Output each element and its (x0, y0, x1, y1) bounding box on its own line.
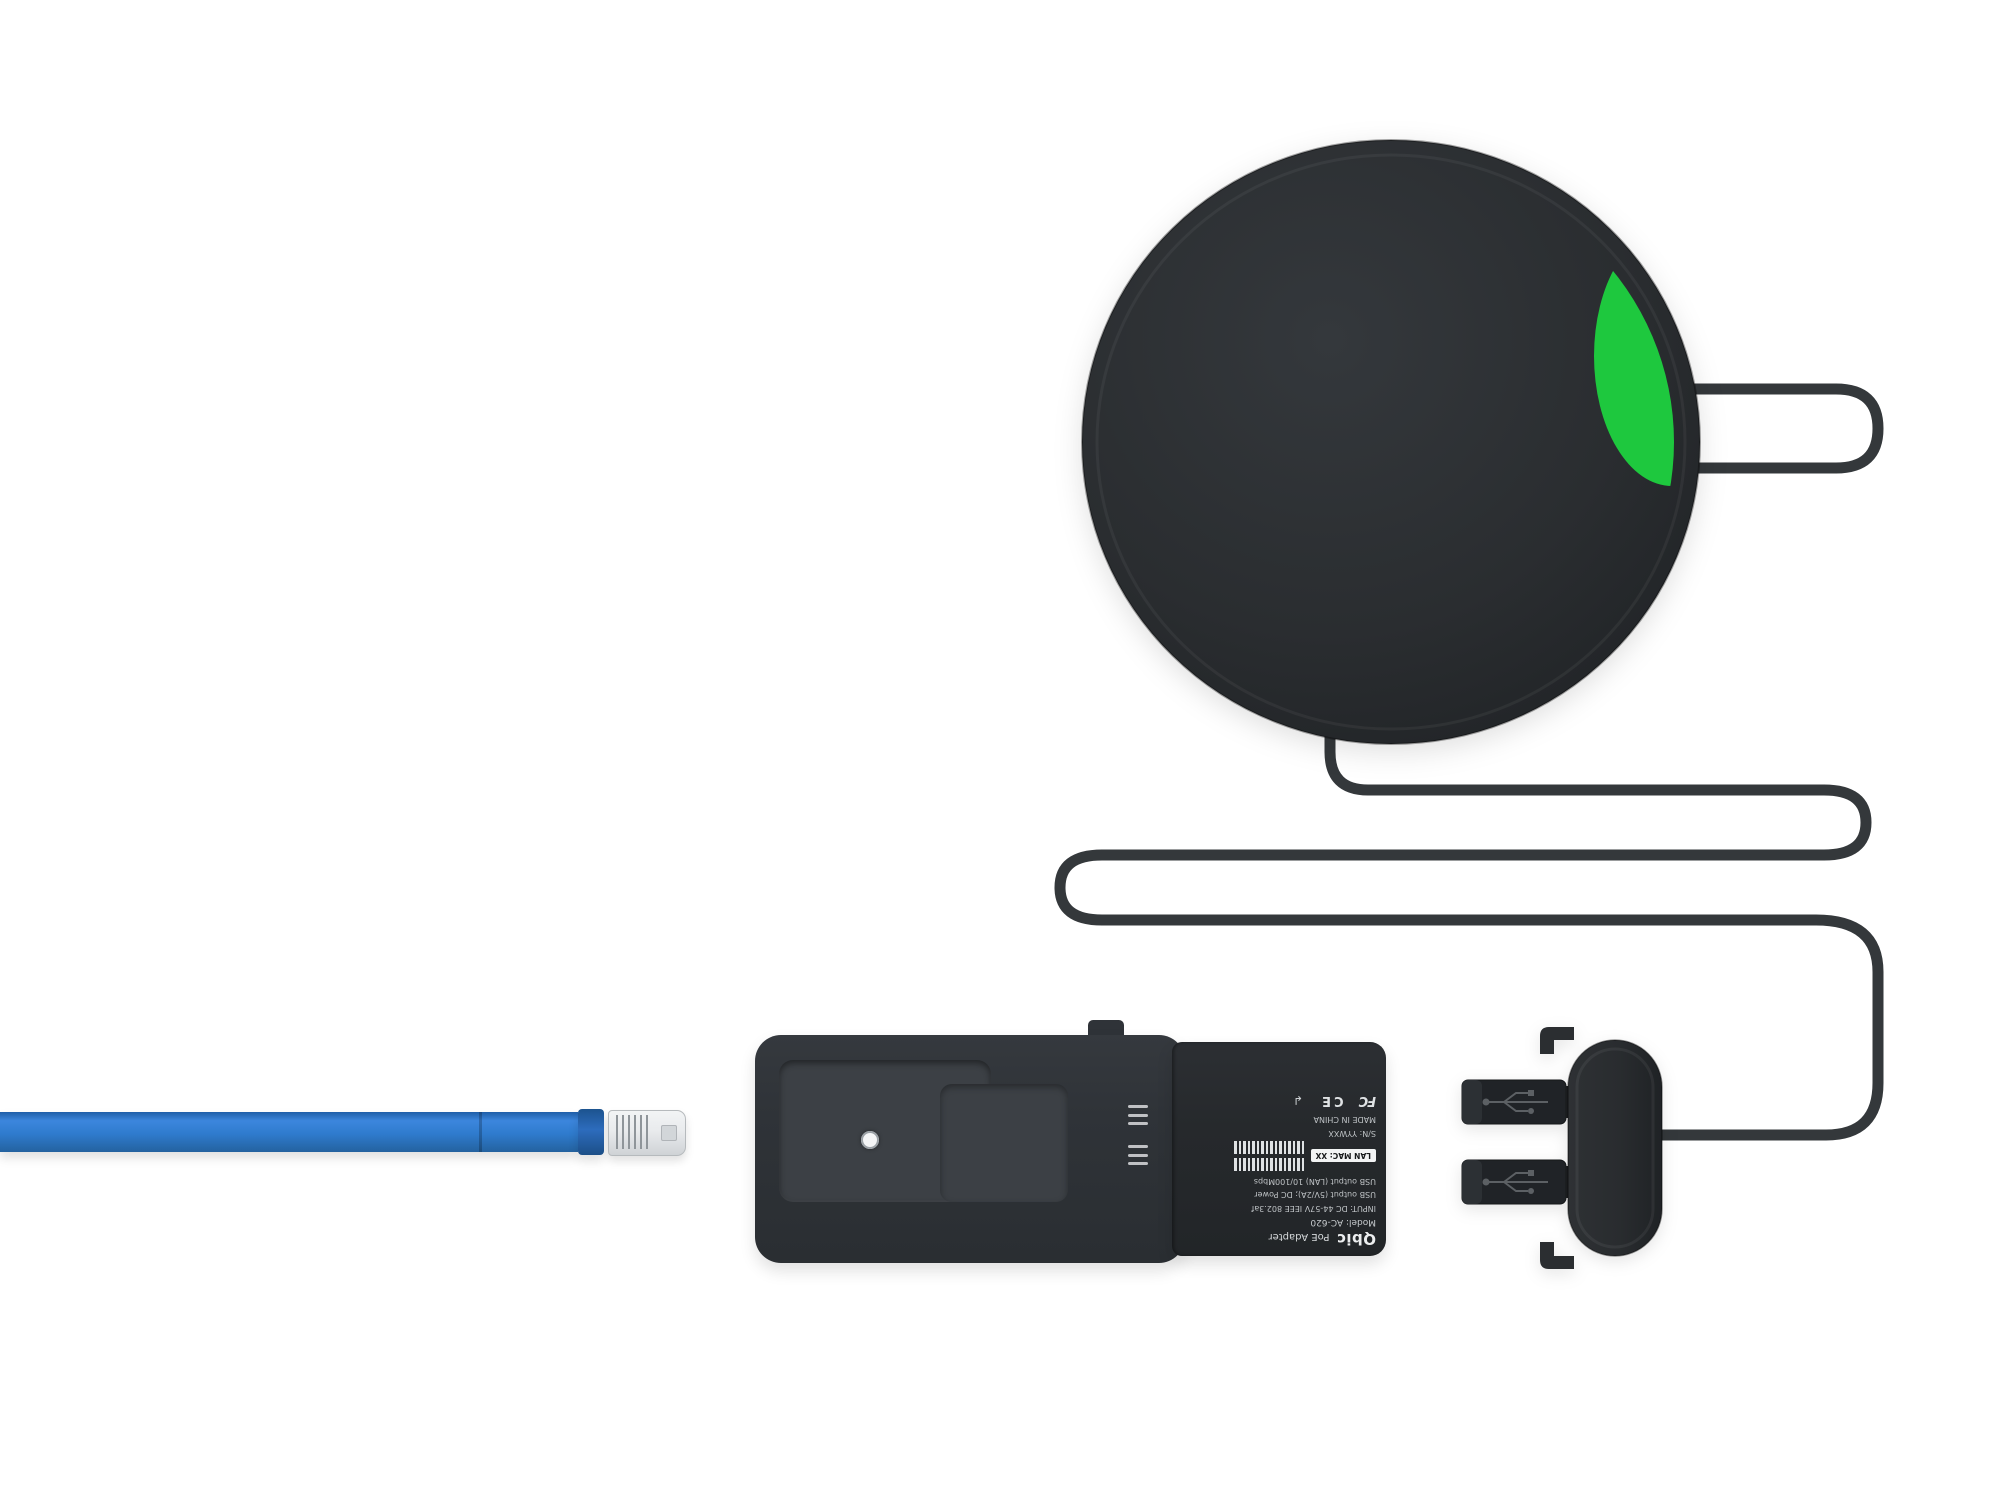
rj45-strain-relief (578, 1109, 604, 1155)
arrow-symbol-icon: ↲ (1293, 1093, 1304, 1108)
puck-device (1081, 139, 1701, 745)
vent-slots-upper (1128, 1105, 1148, 1125)
origin-label: MADE IN CHINA (1313, 1115, 1376, 1125)
usb-trident-icon (1482, 1170, 1548, 1194)
input-spec: INPUT: DC 44-57V IEEE 802.3af (1251, 1203, 1376, 1213)
brand-logo: Qbic (1336, 1230, 1376, 1248)
lan-mac-label: LAN MAC: XX (1310, 1149, 1376, 1163)
ce-mark: CE (1319, 1092, 1344, 1108)
adapter-label-sleeve: Qbic PoE Adapter Model: AC-620 INPUT: DC… (1172, 1042, 1386, 1256)
vent-slots-lower (1128, 1145, 1148, 1165)
usb-plug-upper (1461, 1079, 1578, 1125)
clip-plate-inner-ridge (1575, 1047, 1655, 1249)
clip-hook-top (1540, 1027, 1574, 1054)
fcc-mark: FC (1359, 1092, 1376, 1108)
usb-trident-icon (1482, 1090, 1548, 1114)
cable-top-loop (1642, 383, 1884, 474)
barcode (1233, 1140, 1304, 1154)
spec-label: Qbic PoE Adapter Model: AC-620 INPUT: DC… (1182, 1050, 1376, 1248)
adapter-mount-recess-step (940, 1084, 1068, 1202)
usb-plug-lower (1461, 1159, 1578, 1205)
cable-serpentine-run (1054, 700, 1884, 1141)
clip-hook-bottom (1540, 1242, 1574, 1269)
rj45-connector (608, 1110, 686, 1156)
rj45-pins (616, 1115, 650, 1149)
mount-hole (861, 1131, 879, 1149)
puck-inner-ring (1095, 153, 1687, 731)
barcode (1233, 1157, 1304, 1171)
output-spec-2: USB output (LAN) 10/100Mbps (1253, 1176, 1376, 1186)
usb-connector-assembly (1461, 1027, 1663, 1269)
cable-clip-plate (1567, 1039, 1663, 1257)
brand-row: Qbic PoE Adapter (1182, 1230, 1377, 1248)
model-number: Model: AC-620 (1310, 1217, 1376, 1227)
barcode-group (1233, 1140, 1304, 1171)
serial-number: S/N: YYWXX (1328, 1128, 1376, 1138)
certification-marks: FC CE ↲ (1182, 1093, 1376, 1108)
rj45-latch (661, 1125, 677, 1141)
mac-row: LAN MAC: XX (1182, 1140, 1376, 1171)
ethernet-cable (0, 1112, 578, 1152)
output-spec-1: USB output (5V/2A); DC Power (1254, 1190, 1376, 1200)
product-name: PoE Adapter (1268, 1231, 1330, 1242)
puck-body (1081, 139, 1701, 745)
cable-runs (1054, 383, 1884, 1141)
cable-seam (479, 1112, 482, 1152)
poe-adapter-body (755, 1035, 1185, 1263)
